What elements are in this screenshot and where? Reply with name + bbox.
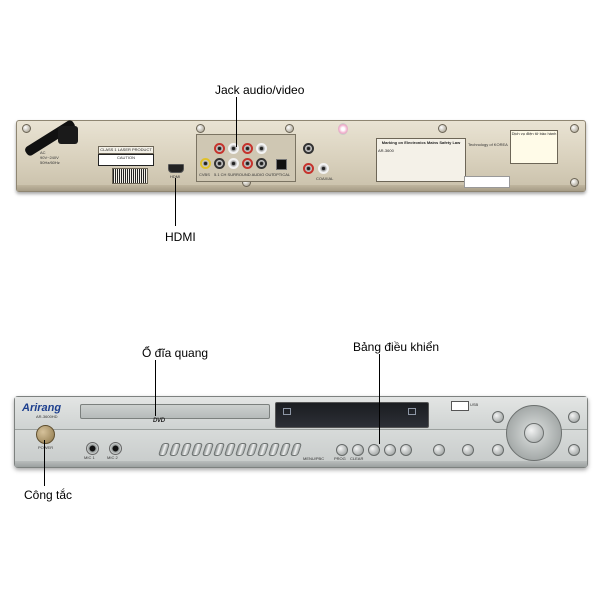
rca-jack-video-yellow[interactable] [200,158,211,169]
warranty-sticker [464,176,510,188]
rca-jack-black[interactable] [303,143,314,154]
hdmi-callout: HDMI [165,230,196,244]
hdmi-port-label: HDMI [170,174,181,179]
rca-jack-black[interactable] [214,158,225,169]
screw-icon [438,124,447,133]
technology-label: Technology of KOREA [468,142,508,147]
usb-port[interactable] [451,401,469,411]
display-indicator [283,408,291,415]
rear-panel-rim [17,185,585,191]
nav-button[interactable] [492,444,504,456]
control-button[interactable] [384,444,396,456]
clear-label: CLEAR [350,456,364,461]
mic1-label: MIC 1 [84,455,95,460]
class1-laser-text: CLASS 1 LASER PRODUCT [100,147,152,152]
usb-label: USB [470,402,479,407]
control-panel-pointer-line [379,354,380,444]
coaxial-label: COAXIAL [316,176,334,181]
model-label: AR-3600HD [36,414,58,419]
dvd-logo: DVD [153,418,165,424]
info-plate-title: Marking on Electronics Mains Safety Law [381,140,461,145]
nav-button[interactable] [492,411,504,423]
power-switch-pointer-line [44,440,45,486]
prog-button[interactable] [336,444,348,456]
power-cord-plug [58,126,78,144]
rca-jack-red[interactable] [242,158,253,169]
control-button[interactable] [368,444,380,456]
jack-av-callout: Jack audio/video [215,83,305,97]
screw-icon [22,124,31,133]
control-button[interactable] [400,444,412,456]
rca-jack-red[interactable] [303,163,314,174]
class1-laser-label: CLASS 1 LASER PRODUCT [98,146,154,154]
mic2-label: MIC 2 [107,455,118,460]
rca-jack-white[interactable] [228,143,239,154]
disc-drive-pointer-line [155,360,156,416]
service-sticker-text: Dịch vụ điện tử bảo hành [511,131,557,136]
surround-out-label: 5.1 CH SURROUND AUDIO OUT [214,172,274,177]
cvbs-label: CVBS [199,172,210,177]
info-plate-model: AR-3600 [378,148,394,153]
menu-pbc-label: MENU/PBC [303,456,325,461]
jack-av-pointer-line [236,97,237,147]
navigation-dial-center[interactable] [524,423,544,443]
disc-drive-callout: Ổ đĩa quang [142,346,209,360]
optical-label: OPTICAL [273,172,291,177]
hdmi-port[interactable] [168,164,184,173]
hdmi-pointer-line [175,178,176,226]
info-plate: Marking on Electronics Mains Safety Law … [376,138,466,182]
brand-logo: Arirang [22,402,62,414]
front-display [275,402,429,428]
mic-jack-2[interactable] [109,442,122,455]
optical-port[interactable] [276,159,287,170]
screw-icon [570,178,579,187]
power-button[interactable] [36,425,55,444]
control-button[interactable] [462,444,474,456]
power-switch-callout: Công tắc [24,488,73,502]
screw-icon [196,124,205,133]
rca-jack-red[interactable] [214,143,225,154]
caution-text: CAUTION [117,155,135,160]
caution-label: CAUTION [98,154,154,166]
rca-jack-white[interactable] [256,143,267,154]
screw-icon [570,124,579,133]
rca-jack-black[interactable] [256,158,267,169]
clear-button[interactable] [352,444,364,456]
control-button[interactable] [433,444,445,456]
rca-jack-red[interactable] [242,143,253,154]
laser-hologram-sticker [338,123,348,135]
control-panel-callout: Bảng điều khiển [353,340,440,354]
mic-jack-1[interactable] [86,442,99,455]
rca-jack-white[interactable] [318,163,329,174]
prog-label: PROG [334,456,346,461]
screw-icon [285,124,294,133]
nav-button[interactable] [568,444,580,456]
barcode-sticker [112,168,148,184]
power-label: POWER [38,445,54,450]
ac-rating-label: AC 90V~240V 50Hz/60Hz [40,150,60,165]
display-indicator [408,408,416,415]
rca-jack-white[interactable] [228,158,239,169]
nav-button[interactable] [568,411,580,423]
disc-tray[interactable] [80,404,270,419]
front-panel-base [15,461,587,467]
service-sticker: Dịch vụ điện tử bảo hành [510,130,558,164]
